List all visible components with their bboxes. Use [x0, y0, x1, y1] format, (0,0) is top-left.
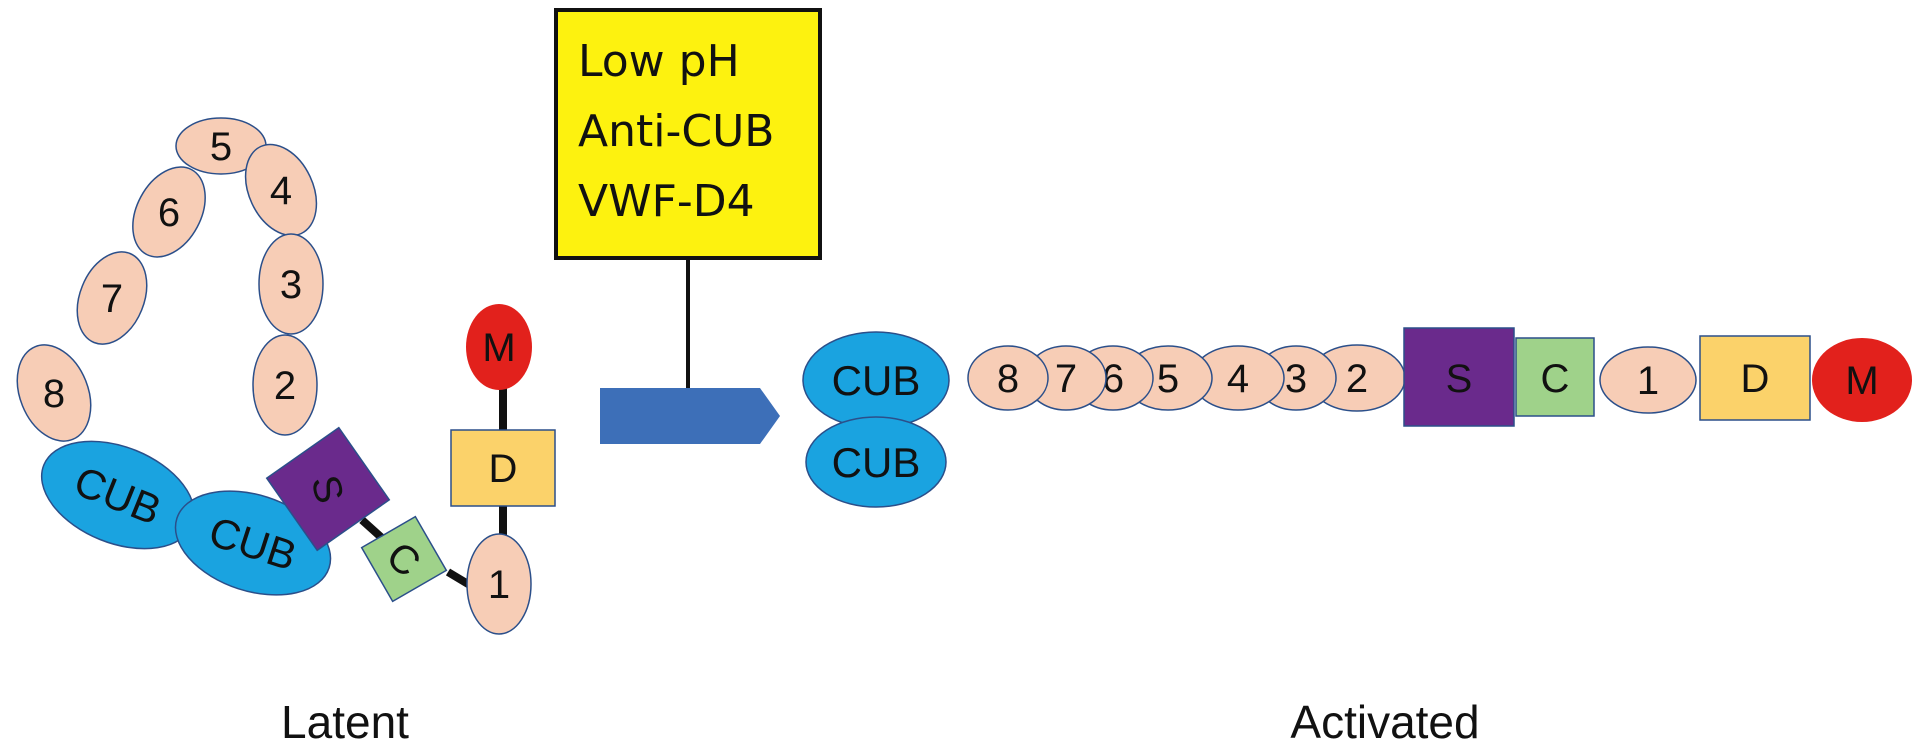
latent-tsp5-label: 5: [210, 125, 232, 169]
latent-structure: 5 6 4 3 7 2 8 CUB: [16, 117, 556, 635]
latent-tsp4: 4: [244, 143, 318, 237]
latent-spacer: S: [265, 426, 391, 552]
activated-metalloprotease: M: [1812, 338, 1912, 422]
latent-metalloprotease-label: M: [482, 326, 515, 370]
latent-disintegrin: D: [450, 429, 556, 507]
activated-tsp6-label: 6: [1102, 357, 1124, 401]
condition-anti-cub: Anti-CUB: [578, 106, 774, 157]
latent-tsp2: 2: [252, 334, 318, 436]
condition-vwf-d4: VWF-D4: [578, 176, 755, 227]
activated-cub1: CUB: [802, 331, 950, 429]
latent-tsp8: 8: [16, 344, 92, 442]
activated-tsp4: 4: [1191, 345, 1285, 411]
latent-tsp1-label: 1: [488, 563, 510, 607]
latent-tsp6-label: 6: [158, 191, 180, 235]
activated-tsp3-label: 3: [1285, 357, 1307, 401]
caption-activated: Activated: [1290, 696, 1479, 748]
latent-tsp1: 1: [466, 533, 532, 635]
activated-cys-label: C: [1541, 357, 1570, 401]
latent-metalloprotease: M: [466, 304, 532, 390]
latent-tsp2-label: 2: [274, 364, 296, 408]
activation-arrow: [600, 388, 780, 444]
activated-tsp8: 8: [967, 345, 1049, 411]
caption-latent: Latent: [281, 696, 409, 748]
activation-conditions: Low pH Anti-CUB VWF-D4: [554, 8, 822, 388]
latent-cub2: CUB: [174, 490, 332, 596]
activated-tsp2: 2: [1308, 344, 1406, 412]
activated-tsp5-label: 5: [1157, 357, 1179, 401]
condition-low-ph: Low pH: [578, 36, 740, 87]
activated-spacer: S: [1403, 327, 1515, 427]
activated-cys: C: [1515, 337, 1595, 417]
latent-tsp3: 3: [258, 233, 324, 335]
latent-tsp7: 7: [76, 251, 148, 345]
activated-tsp7-label: 7: [1055, 357, 1077, 401]
latent-cub1: CUB: [40, 440, 196, 550]
activated-metalloprotease-label: M: [1845, 359, 1878, 403]
activated-disintegrin: D: [1699, 335, 1811, 421]
latent-cys: C: [360, 515, 448, 603]
activated-cub2: CUB: [805, 416, 947, 508]
linker-s-c: [359, 517, 385, 541]
activated-tsp1-label: 1: [1637, 359, 1659, 403]
activated-tsp8-label: 8: [997, 357, 1019, 401]
activated-disintegrin-label: D: [1741, 357, 1770, 401]
latent-tsp6: 6: [132, 166, 206, 258]
latent-tsp7-label: 7: [101, 277, 123, 321]
latent-tsp8-label: 8: [43, 372, 65, 416]
activated-cub1-label: CUB: [832, 357, 921, 404]
activated-tsp4-label: 4: [1227, 357, 1249, 401]
conditions-box: [554, 8, 822, 260]
activated-structure: CUB CUB 2 3 4 5 6 7: [802, 327, 1912, 508]
latent-disintegrin-label: D: [489, 447, 518, 491]
activated-cub2-label: CUB: [832, 439, 921, 486]
activated-tsp7: 7: [1025, 345, 1107, 411]
activated-spacer-label: S: [1446, 357, 1473, 401]
activated-tsp1: 1: [1599, 346, 1697, 414]
latent-tsp3-label: 3: [280, 263, 302, 307]
activated-tsp2-label: 2: [1346, 357, 1368, 401]
latent-tsp4-label: 4: [270, 169, 292, 213]
